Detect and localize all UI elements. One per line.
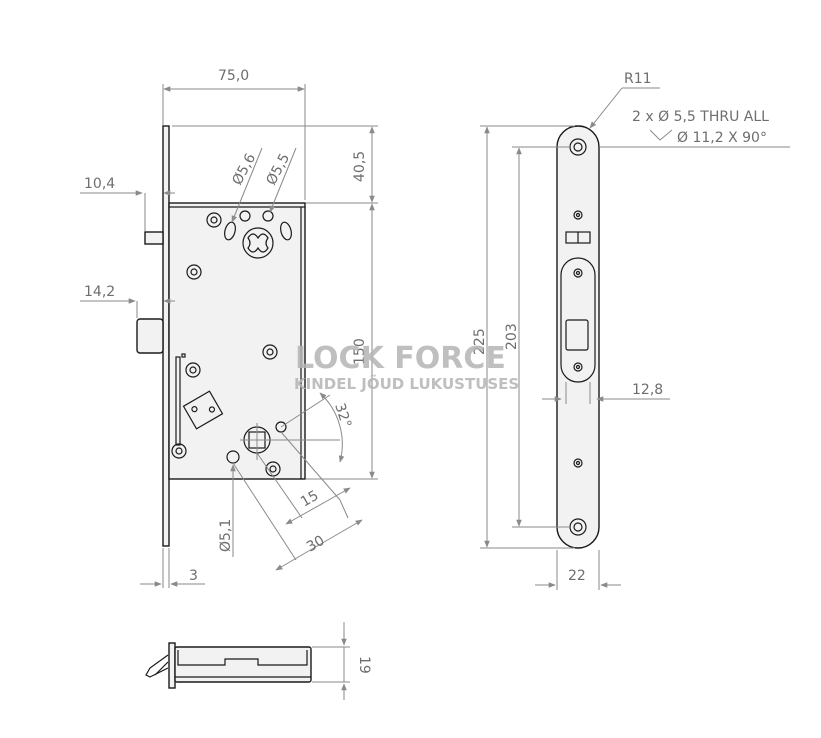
backset-dimension: 40,5 <box>352 151 368 182</box>
radius-label: R11 <box>624 71 652 87</box>
side-dimensions: R11 2 x Ø 5,5 THRU ALL Ø 11,2 X 90° 225 … <box>472 71 790 590</box>
height-dimension: 150 <box>352 338 368 365</box>
cylinder-hole <box>242 227 274 259</box>
lock-case <box>168 202 306 480</box>
hole-note-line2: Ø 11,2 X 90° <box>677 130 767 146</box>
watermark-brand: LOCK FORCE <box>295 341 506 376</box>
thickness-dimension: 3 <box>189 568 198 584</box>
hole-spacing-dimension: 203 <box>504 323 520 350</box>
hole-dia-5-1: Ø5,1 <box>218 519 234 552</box>
inner-width-dimension: 12,8 <box>632 382 663 398</box>
angle-dimension: 32° <box>331 401 354 430</box>
faceplate-front <box>556 125 600 549</box>
hole-dia-5-5: Ø5,5 <box>263 151 293 188</box>
latch-dimension: 10,4 <box>84 176 115 192</box>
latch <box>144 231 164 245</box>
strip <box>175 356 181 446</box>
depth-dimension: 19 <box>356 656 372 674</box>
watermark-tagline: KINDEL JÕUD LUKUSTUSES <box>294 374 519 393</box>
bolt-slot <box>560 257 596 383</box>
side-view <box>556 125 600 549</box>
latch-block <box>182 390 224 430</box>
dist-30-dimension: 30 <box>304 533 327 556</box>
faceplate-width-dimension: 22 <box>568 568 586 584</box>
top-dimensions: 19 <box>312 622 372 700</box>
hole-dia-5-6: Ø5,6 <box>229 151 259 188</box>
total-height-dimension: 225 <box>472 328 488 355</box>
dist-15-dimension: 15 <box>298 488 321 511</box>
faceplate <box>162 125 170 547</box>
front-view <box>136 125 340 547</box>
bolt-dimension: 14,2 <box>84 284 115 300</box>
watermark: LOCK FORCE KINDEL JÕUD LUKUSTUSES <box>294 341 519 393</box>
top-view <box>145 642 312 689</box>
front-dimensions: 75,0 40,5 150 10,4 14,2 Ø5,6 Ø5,5 Ø5,1 3… <box>80 68 378 588</box>
deadbolt <box>136 318 164 354</box>
width-dimension: 75,0 <box>218 68 249 84</box>
screw-icon <box>171 212 281 477</box>
hole-note-line1: 2 x Ø 5,5 THRU ALL <box>632 109 769 125</box>
